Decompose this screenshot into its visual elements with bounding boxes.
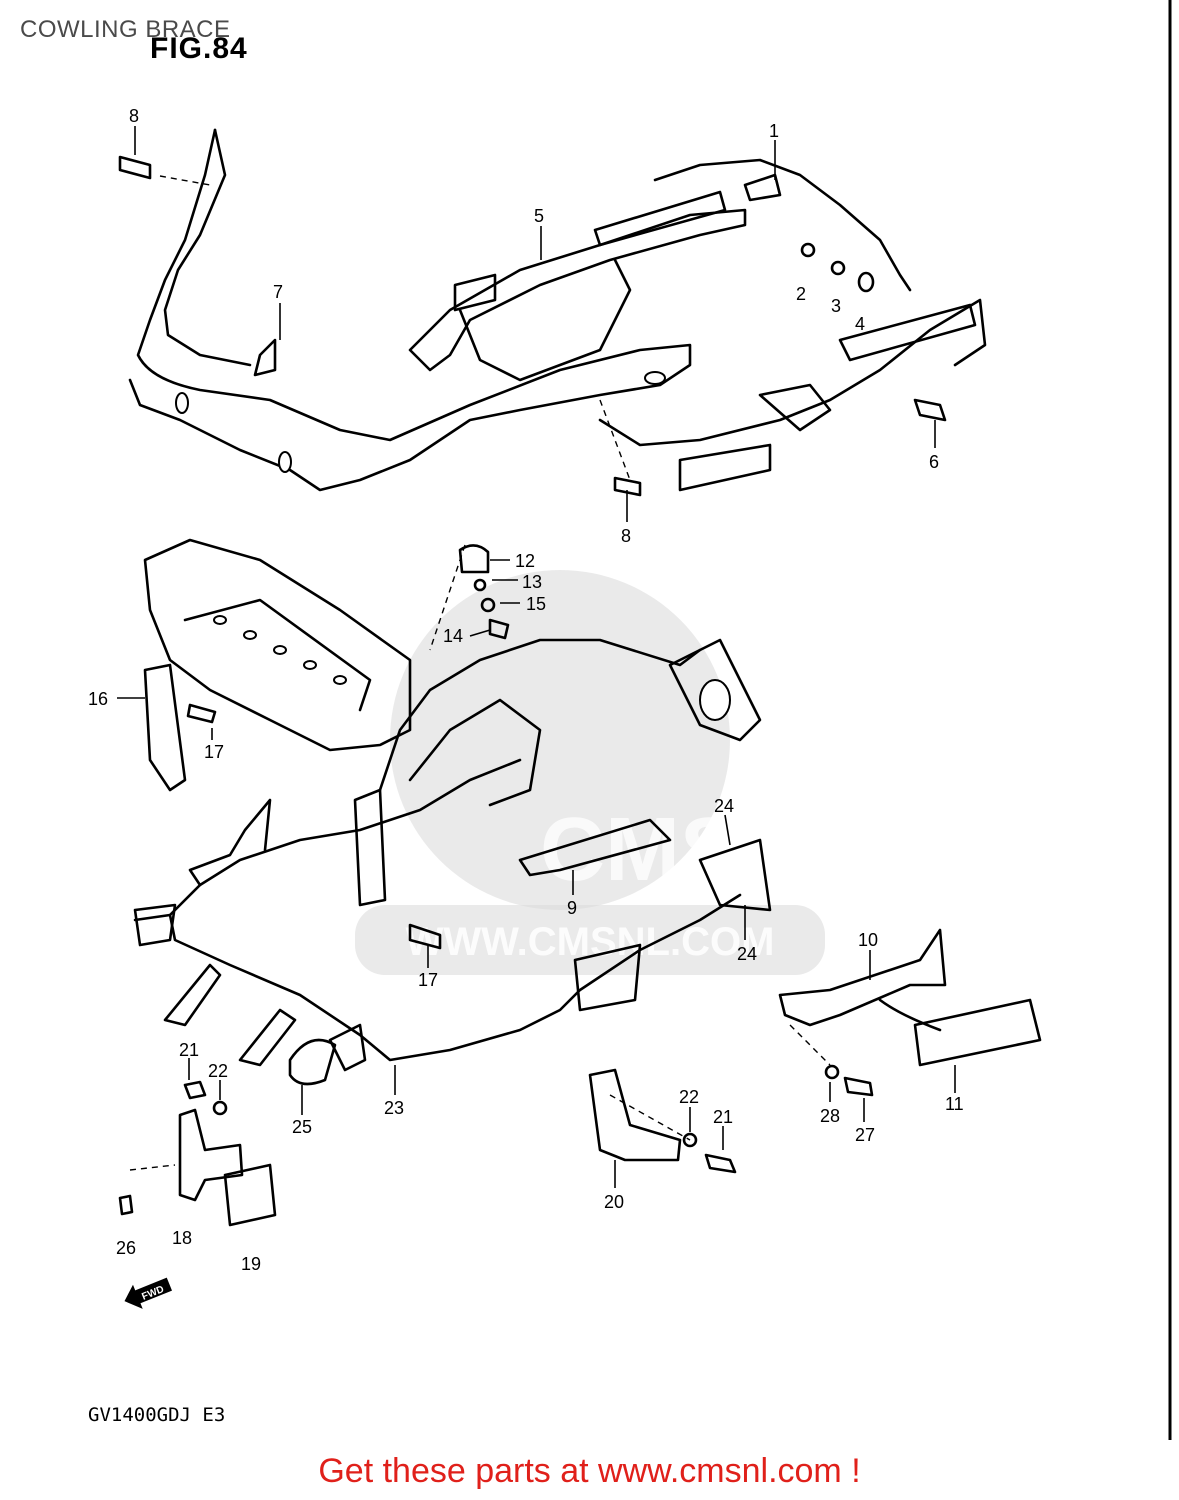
callout-24-upper: 24 bbox=[714, 796, 734, 816]
part-16-front-support bbox=[143, 538, 412, 792]
footer-parts-link[interactable]: Get these parts at www.cmsnl.com ! bbox=[318, 1452, 861, 1490]
part-7-upper-brace bbox=[128, 128, 692, 492]
callout-8-mid: 8 bbox=[621, 526, 631, 546]
part-20-bracket bbox=[588, 1068, 682, 1162]
callout-25: 25 bbox=[292, 1117, 312, 1137]
callout-2: 2 bbox=[796, 284, 806, 304]
watermark: WWW.CMSNL.COM CMS bbox=[355, 570, 825, 975]
callout-18: 18 bbox=[172, 1228, 192, 1248]
model-code: GV1400GDJ E3 bbox=[88, 1404, 226, 1426]
callout-1: 1 bbox=[769, 121, 779, 141]
part-19-clamp bbox=[223, 1163, 277, 1227]
callout-28: 28 bbox=[820, 1106, 840, 1126]
callout-22-left: 22 bbox=[208, 1061, 228, 1081]
callout-23: 23 bbox=[384, 1098, 404, 1118]
callout-9: 9 bbox=[567, 898, 577, 918]
callout-17-lower: 17 bbox=[418, 970, 438, 990]
callout-10: 10 bbox=[858, 930, 878, 950]
callout-11: 11 bbox=[945, 1094, 964, 1114]
callout-3: 3 bbox=[831, 296, 841, 316]
fwd-arrow-icon: FWD bbox=[124, 1277, 172, 1309]
callout-21-right: 21 bbox=[713, 1107, 733, 1127]
callout-13: 13 bbox=[522, 572, 542, 592]
callout-22-right: 22 bbox=[679, 1087, 699, 1107]
callout-16: 16 bbox=[88, 689, 108, 709]
callout-20: 20 bbox=[604, 1192, 624, 1212]
dashed-guides bbox=[129, 175, 831, 1171]
part-10-11-reflector bbox=[778, 928, 1042, 1067]
callout-24-lower: 24 bbox=[737, 944, 757, 964]
part-5-rear-rail bbox=[408, 190, 747, 382]
figure-label: FIG.84 bbox=[150, 32, 248, 65]
callout-27: 27 bbox=[855, 1125, 875, 1145]
callout-26: 26 bbox=[116, 1238, 136, 1258]
callout-12: 12 bbox=[515, 551, 535, 571]
callout-7: 7 bbox=[273, 282, 283, 302]
part-1-rear-loop bbox=[598, 158, 987, 492]
callout-6: 6 bbox=[929, 452, 939, 472]
callout-17-upper: 17 bbox=[204, 742, 224, 762]
callout-19: 19 bbox=[241, 1254, 261, 1274]
part-23-lower-frame bbox=[133, 638, 772, 1086]
callout-4: 4 bbox=[855, 314, 865, 334]
callout-21-left: 21 bbox=[179, 1040, 199, 1060]
callout-14: 14 bbox=[443, 626, 463, 646]
callout-8-top: 8 bbox=[129, 106, 139, 126]
fasteners-upper-right bbox=[118, 155, 947, 497]
part-18-bracket bbox=[178, 1108, 244, 1202]
leader-lines bbox=[117, 126, 956, 1188]
page-title: COWLING BRACE bbox=[20, 16, 231, 43]
callout-5: 5 bbox=[534, 206, 544, 226]
callout-labels: 1 2 3 4 5 6 7 8 8 9 10 11 12 13 14 15 16… bbox=[88, 106, 964, 1274]
callout-15: 15 bbox=[526, 594, 546, 614]
